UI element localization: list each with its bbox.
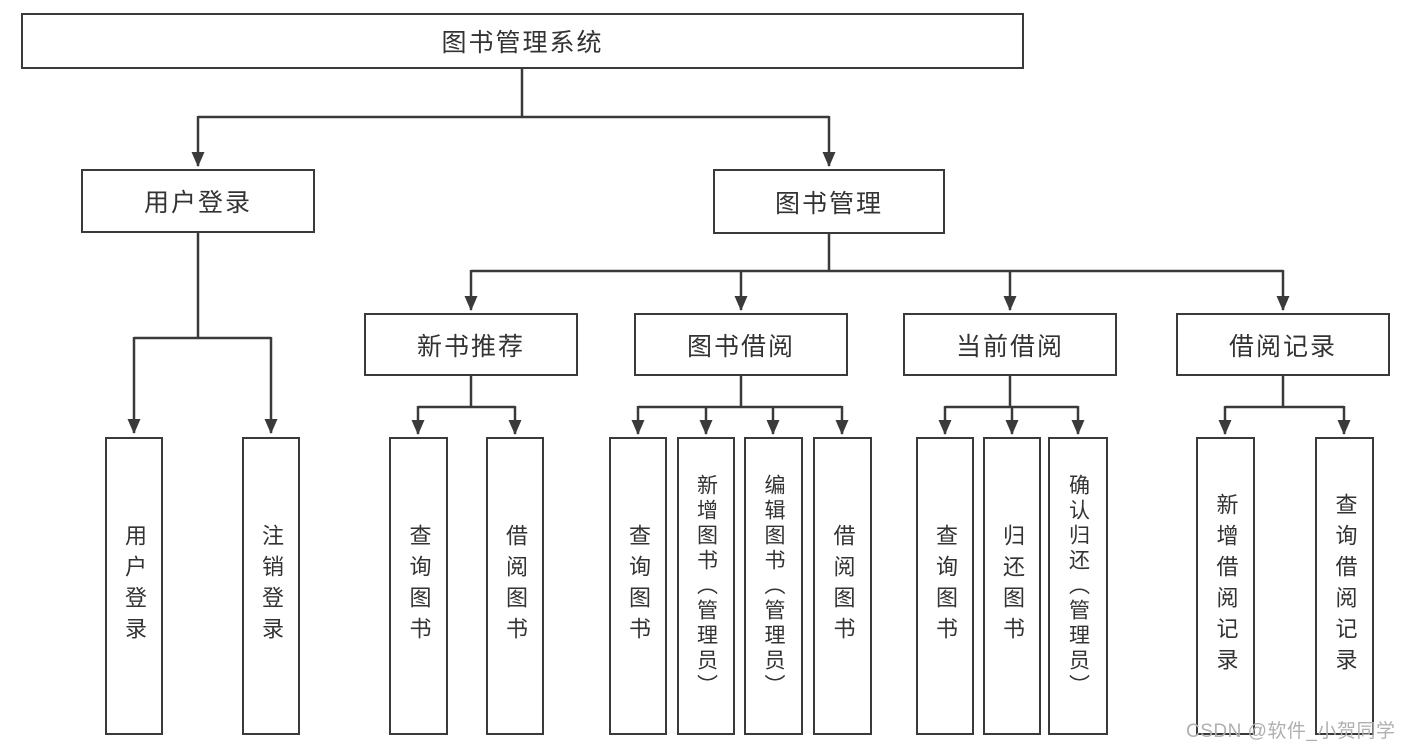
leaf-current-confirm-return-admin: 确认归还（管理员）: [1048, 437, 1108, 735]
leaf-logout: 注销登录: [242, 437, 300, 735]
node-book-management: 图书管理: [713, 169, 945, 234]
leaf-label: 编辑图书（管理员）: [762, 473, 785, 699]
node-borrowing-records: 借阅记录: [1176, 313, 1390, 376]
connector-borrow-to-leaves: [631, 376, 849, 435]
leaf-records-query-borrow-record: 查询借阅记录: [1315, 437, 1374, 735]
leaf-label: 确认归还（管理员）: [1066, 473, 1090, 699]
leaf-borrow-borrow-books: 借阅图书: [813, 437, 872, 735]
leaf-current-return-books: 归还图书: [983, 437, 1041, 735]
leaf-user-login: 用户登录: [105, 437, 163, 735]
connector-records-to-leaves: [1218, 376, 1351, 435]
connector-current-to-leaves: [938, 376, 1085, 435]
leaf-current-query-books: 查询图书: [916, 437, 974, 735]
leaf-borrow-add-books-admin: 新增图书（管理员）: [677, 437, 735, 735]
connector-root-to-level2: [191, 69, 836, 167]
node-user-login: 用户登录: [81, 169, 315, 233]
node-label: 借阅记录: [1228, 332, 1337, 361]
leaf-label: 新增图书（管理员）: [694, 473, 718, 699]
node-label: 当前借阅: [955, 332, 1064, 361]
node-book-borrowing: 图书借阅: [634, 313, 848, 376]
leaf-borrow-query-books: 查询图书: [609, 437, 667, 735]
leaf-newrec-query-books: 查询图书: [389, 437, 448, 735]
node-label: 图书管理系统: [441, 29, 604, 57]
node-library-management-system: 图书管理系统: [21, 13, 1024, 69]
node-label: 用户登录: [143, 189, 252, 217]
node-label: 图书管理: [774, 189, 883, 218]
leaf-label: 借阅图书: [830, 524, 856, 648]
leaf-label: 查询图书: [933, 524, 958, 648]
leaf-borrow-edit-books-admin: 编辑图书（管理员）: [744, 437, 803, 735]
leaf-label: 借阅图书: [503, 524, 528, 648]
leaf-label: 注销登录: [259, 524, 284, 648]
connector-newrec-to-leaves: [411, 376, 522, 435]
leaf-newrec-borrow-books: 借阅图书: [486, 437, 544, 735]
leaf-label: 新增借阅记录: [1213, 493, 1239, 679]
leaf-label: 用户登录: [122, 524, 147, 648]
leaf-label: 归还图书: [1000, 524, 1025, 648]
connector-login-to-leaves: [127, 233, 278, 434]
node-new-book-recommendation: 新书推荐: [364, 313, 578, 376]
leaf-label: 查询借阅记录: [1332, 493, 1358, 679]
connector-mgmt-to-level3: [464, 234, 1290, 311]
csdn-watermark: CSDN @软件_小贺同学: [1186, 721, 1396, 742]
node-label: 图书借阅: [686, 332, 795, 361]
leaf-records-add-borrow-record: 新增借阅记录: [1196, 437, 1255, 735]
leaf-label: 查询图书: [406, 524, 432, 648]
node-label: 新书推荐: [416, 332, 525, 361]
node-current-borrowing: 当前借阅: [903, 313, 1117, 376]
leaf-label: 查询图书: [626, 524, 651, 648]
